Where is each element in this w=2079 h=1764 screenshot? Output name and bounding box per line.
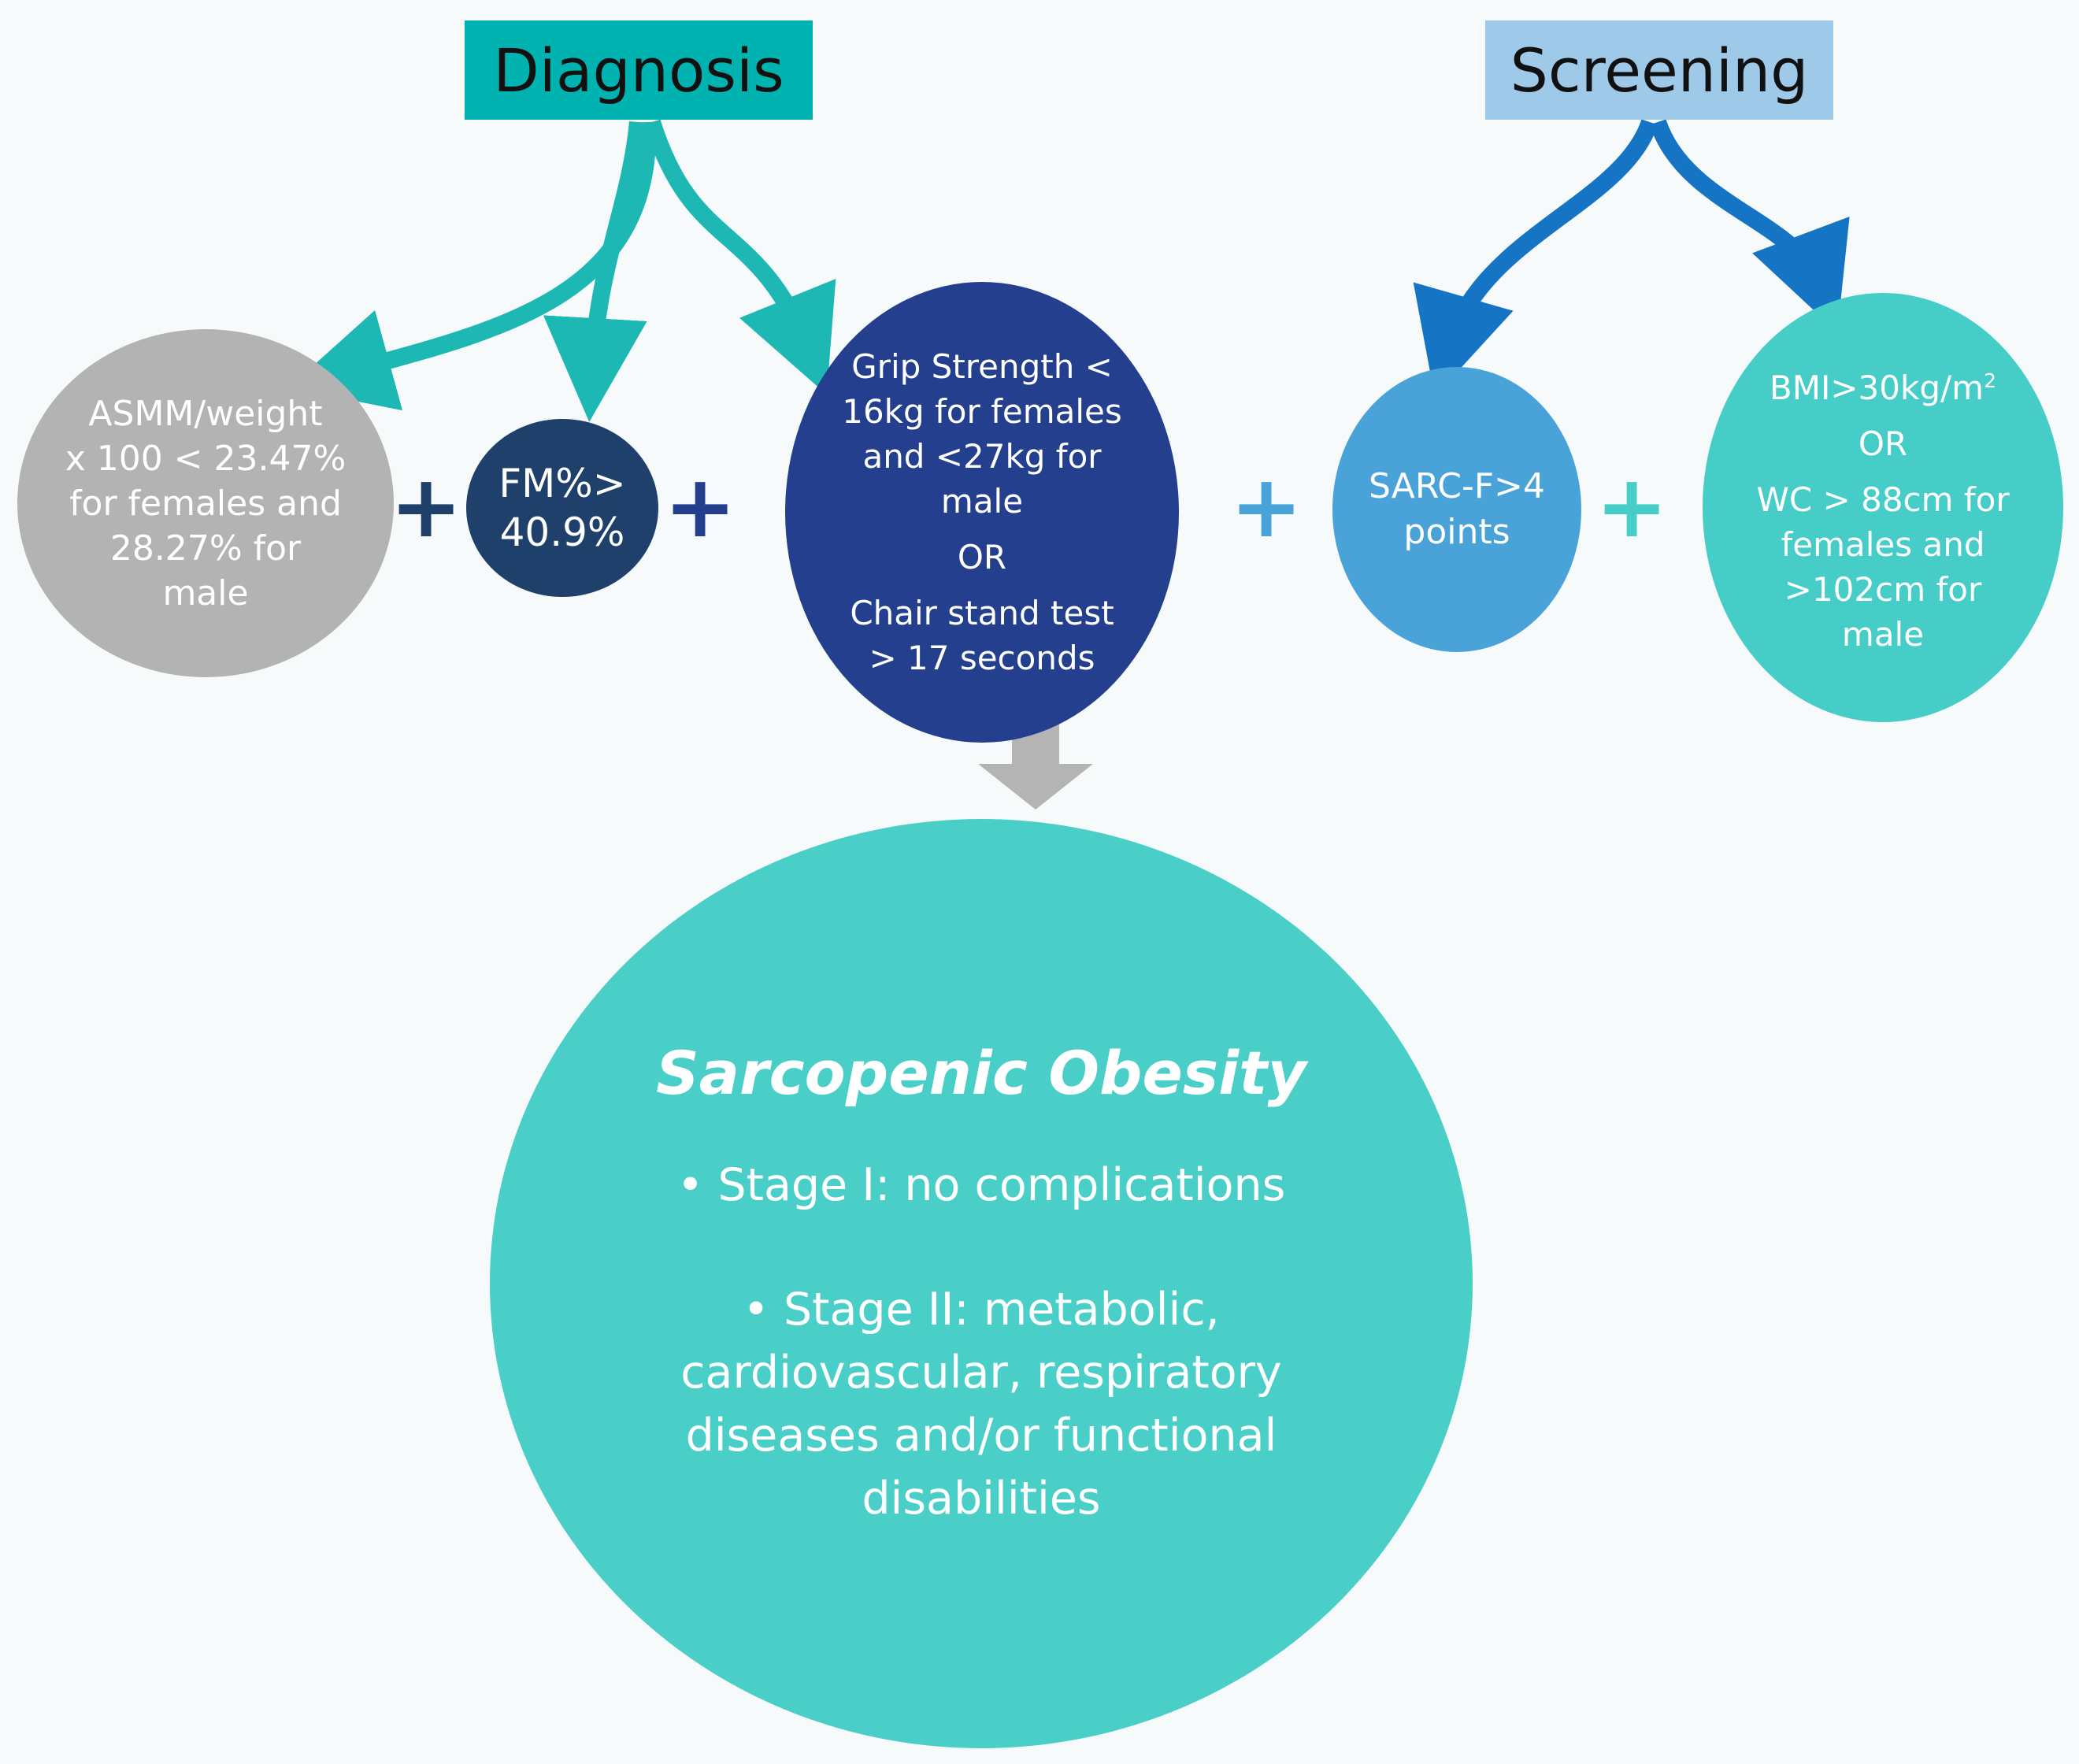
arrow-to-sarc	[1413, 119, 1658, 397]
sarc-f-circle: SARC-F>4 points	[1332, 367, 1581, 652]
arrow-to-grip	[643, 119, 836, 395]
down-arrow-icon	[978, 713, 1093, 810]
plus-icon: +	[1595, 456, 1669, 557]
bmi-wc-circle: BMI>30kg/m2 OR WC > 88cm for females and…	[1703, 293, 2063, 722]
diagnosis-header: Diagnosis	[465, 20, 813, 120]
asmm-criterion-circle: ASMM/weight x 100 < 23.47% for females a…	[17, 329, 394, 677]
stage-1-text: • Stage I: no complications	[676, 1158, 1286, 1211]
plus-icon: +	[390, 456, 463, 557]
stage-2-text: • Stage II: metabolic, cardiovascular, r…	[680, 1283, 1282, 1525]
grip-strength-circle: Grip Strength < 16kg for females and <27…	[785, 282, 1179, 743]
arrow-to-bmi	[1649, 119, 1850, 332]
outcome-title: Sarcopenic Obesity	[655, 1037, 1307, 1108]
plus-icon: +	[1230, 456, 1303, 557]
arrow-to-fm	[543, 120, 647, 422]
screening-header: Screening	[1485, 20, 1833, 120]
plus-icon: +	[664, 456, 737, 557]
arrow-to-asmm	[288, 121, 657, 411]
sarcopenic-obesity-circle: Sarcopenic Obesity • Stage I: no complic…	[490, 819, 1473, 1748]
fm-criterion-circle: FM%> 40.9%	[466, 419, 658, 597]
